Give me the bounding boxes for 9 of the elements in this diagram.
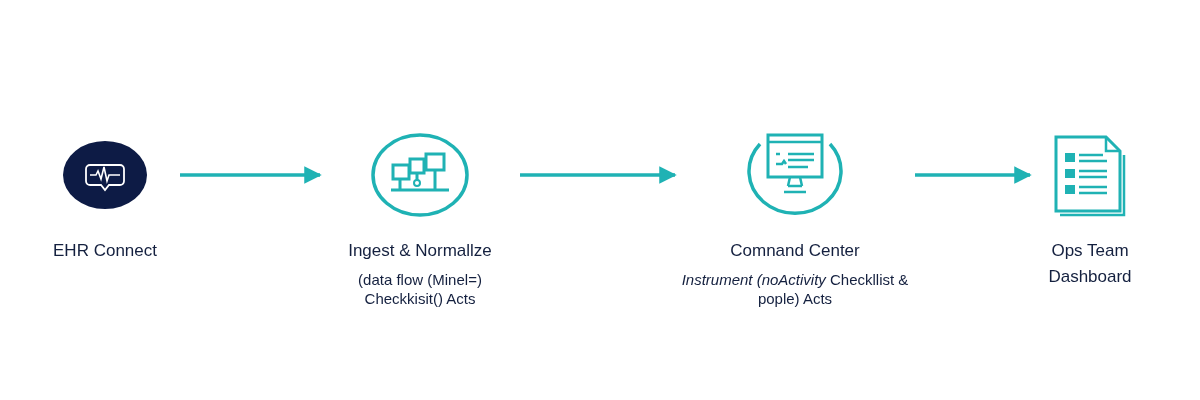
step-title: Ingest & Normallze <box>348 240 492 262</box>
step-description: (data flow (Minel=) Checkkisit() Acts <box>357 269 483 309</box>
step-description: Instrument (noActivity Checkllist & pople) Acts <box>680 269 910 309</box>
step-title: EHR Connect <box>53 240 157 262</box>
step-title: Comnand Center <box>730 240 860 262</box>
step-title: Ops Team Dashboard <box>1047 240 1133 288</box>
arrow <box>180 166 322 184</box>
arrow <box>520 166 677 184</box>
arrow <box>915 166 1032 184</box>
